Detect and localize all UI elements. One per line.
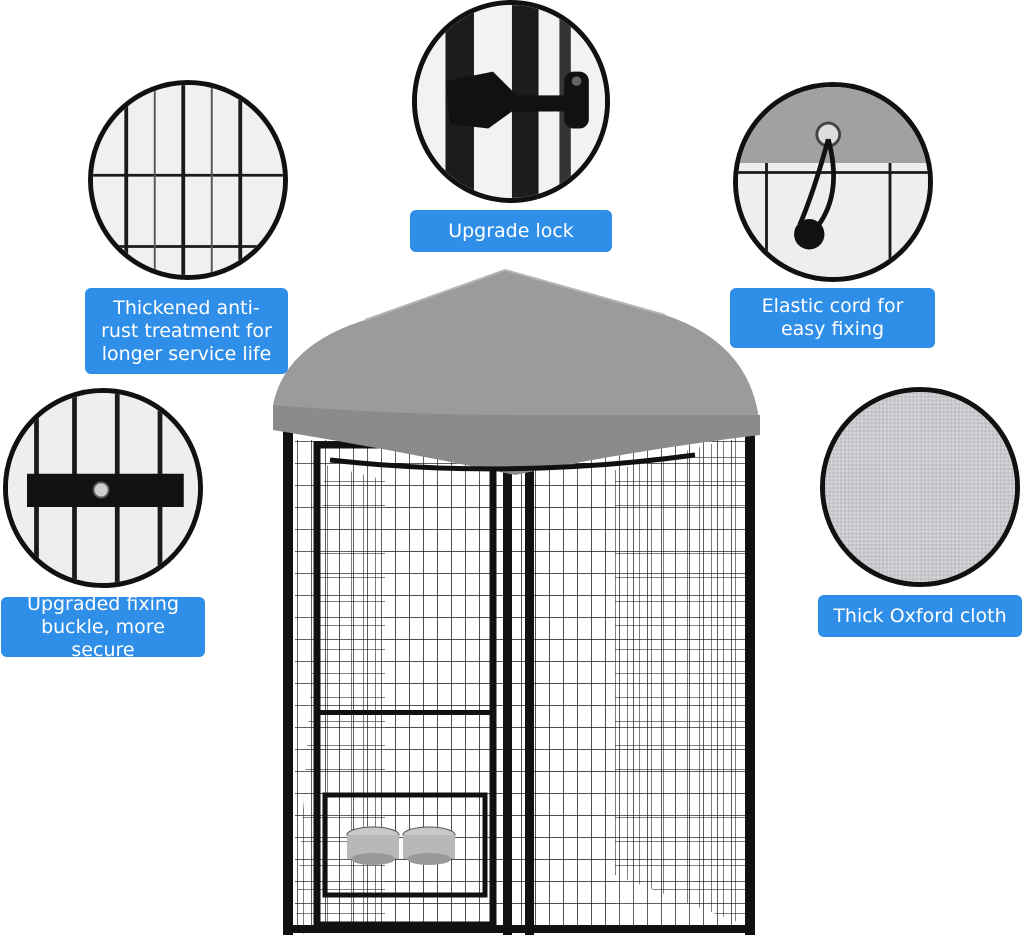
lock-detail-circle — [412, 0, 610, 203]
wire-mesh-icon — [93, 85, 283, 275]
fixing-buckle-icon — [8, 393, 198, 583]
callout-cloth-label: Thick Oxford cloth — [818, 595, 1022, 637]
callout-lock-label: Upgrade lock — [410, 210, 612, 252]
callout-buckle-label: Upgraded fixing buckle, more secure — [1, 593, 205, 661]
callout-cord-label: Elastic cord for easy fixing — [730, 288, 935, 348]
rust-detail-circle — [88, 80, 288, 280]
elastic-cord-icon — [738, 87, 928, 277]
cord-detail-circle — [733, 82, 933, 282]
fabric-texture-icon — [825, 392, 1015, 582]
callout-rust-label: Thickened anti- rust treatment for longe… — [85, 288, 288, 374]
dog-kennel-illustration — [255, 265, 770, 939]
lock-latch-icon — [417, 5, 605, 198]
buckle-detail-circle — [3, 388, 203, 588]
cloth-detail-circle — [820, 387, 1020, 587]
